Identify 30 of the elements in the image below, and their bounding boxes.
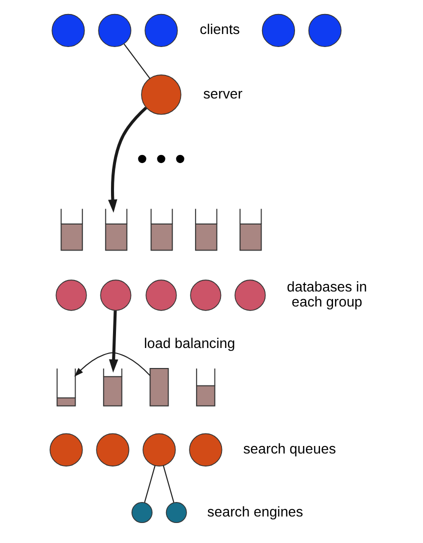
node-circle bbox=[308, 14, 342, 48]
connector bbox=[123, 44, 150, 79]
label: • • • bbox=[136, 142, 186, 176]
node-circle bbox=[100, 280, 131, 311]
node-circle bbox=[142, 433, 176, 466]
edge-label: load balancing bbox=[143, 334, 235, 351]
node-label: server bbox=[202, 85, 242, 102]
label: search queues bbox=[242, 440, 336, 457]
label: search engines bbox=[206, 503, 303, 520]
connector bbox=[144, 465, 156, 503]
node-circle bbox=[98, 14, 131, 48]
node-circle bbox=[165, 502, 186, 524]
node-circle bbox=[55, 280, 86, 311]
connector bbox=[162, 465, 174, 503]
node-circle bbox=[51, 14, 84, 48]
node-circle bbox=[188, 433, 222, 466]
label: clients bbox=[199, 21, 240, 38]
node-circle bbox=[96, 433, 129, 466]
node-circle bbox=[140, 74, 181, 115]
node-circle bbox=[190, 280, 221, 311]
arrow bbox=[108, 310, 118, 373]
arrow bbox=[108, 106, 147, 213]
node-circle bbox=[144, 14, 178, 48]
node-circle bbox=[49, 433, 82, 466]
node-circle bbox=[261, 14, 295, 48]
node-circle bbox=[145, 280, 176, 311]
label: databases in each group bbox=[286, 278, 367, 310]
arrow bbox=[74, 352, 150, 377]
node-circle bbox=[131, 502, 152, 524]
node-circle bbox=[234, 280, 266, 311]
